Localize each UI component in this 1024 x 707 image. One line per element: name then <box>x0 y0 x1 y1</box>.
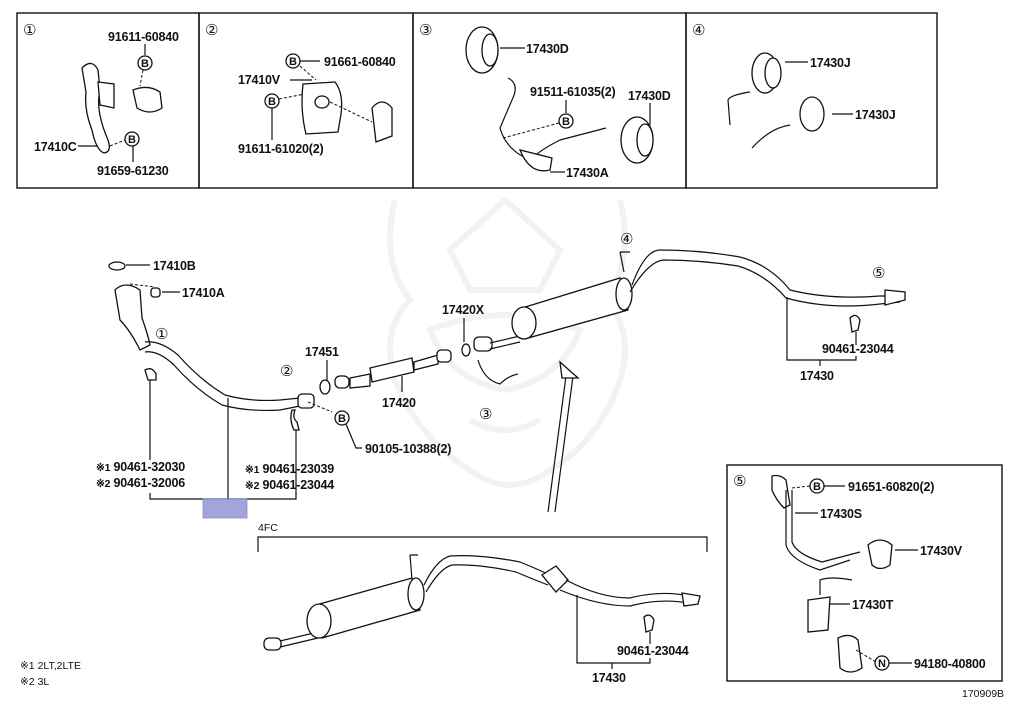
box-number: ③ <box>419 21 432 39</box>
svg-text:B: B <box>813 481 821 493</box>
footnotes: ※1 2LT,2LTE ※2 3L <box>20 660 81 688</box>
variant-4fc-assembly: 4FC 90461-23044 17430 <box>257 522 708 685</box>
clamp-right-icon <box>290 409 300 431</box>
box-number: ⑤ <box>733 472 746 490</box>
label-90461-23044: 90461-23044 <box>822 342 894 356</box>
fastener-b-icon <box>558 113 574 129</box>
label-17430-4fc: 17430 <box>592 671 626 685</box>
clamp-icon <box>371 101 393 143</box>
tail-tip-icon <box>681 592 701 607</box>
bracket-17410c-icon <box>81 62 110 154</box>
label-17410c: 17410C <box>34 140 77 154</box>
pipe-flange-icon <box>334 375 350 389</box>
label-4fc: 4FC <box>258 522 278 534</box>
callout-2: ② <box>280 362 293 380</box>
label-17430: 17430 <box>800 369 834 383</box>
svg-text:N: N <box>878 658 886 670</box>
clamp-left-icon <box>144 368 157 381</box>
label-94180-40800: 94180-40800 <box>914 657 986 671</box>
tail-clamp-icon <box>643 614 655 633</box>
label-17430j-top: 17430J <box>810 56 851 70</box>
gasket-17410b-icon <box>108 261 126 271</box>
fastener-b-icon <box>334 410 350 426</box>
label-90105-10388: 90105-10388(2) <box>365 442 451 456</box>
callout-1: ① <box>155 325 168 343</box>
label-17430d-right: 17430D <box>628 89 671 103</box>
label-91651-60820: 91651-60820(2) <box>848 480 934 494</box>
callout-3: ③ <box>479 405 492 423</box>
box-number: ② <box>205 21 218 39</box>
label-17430a: 17430A <box>566 166 609 180</box>
fastener-b-icon <box>124 131 140 147</box>
arrow-icon <box>547 375 574 513</box>
label-17451: 17451 <box>305 345 339 359</box>
bracket-plate-icon <box>771 474 791 509</box>
flange-icon <box>297 393 315 409</box>
svg-text:B: B <box>562 116 570 128</box>
gasket-17451-icon <box>319 379 331 395</box>
label-17430j-bottom: 17430J <box>855 108 896 122</box>
fastener-b-icon <box>137 55 153 71</box>
clamp-icon <box>132 86 163 113</box>
hanger-bracket-icon <box>477 359 519 385</box>
label-91511-61035: 91511-61035(2) <box>530 85 616 99</box>
highlight-box[interactable] <box>202 498 248 519</box>
label-17420x: 17420X <box>442 303 485 317</box>
label-17430v: 17430V <box>920 544 963 558</box>
callout-5: ⑤ <box>872 264 885 282</box>
label-17410b: 17410B <box>153 259 196 273</box>
flange-icon <box>263 637 282 651</box>
label-left-clamp-1: ※1 90461-32030 <box>96 460 185 474</box>
svg-text:B: B <box>289 56 297 68</box>
tail-tip-icon <box>884 289 906 306</box>
bracket-17430a-icon <box>518 149 553 172</box>
svg-text:B: B <box>338 413 346 425</box>
label-91611-60840: 91611-60840 <box>108 30 179 44</box>
label-17430s: 17430S <box>820 507 862 521</box>
main-exhaust-assembly: 17410B 17410A ① ② 17451 B 90105-10388(2)… <box>96 230 906 519</box>
box-number: ① <box>23 21 36 39</box>
gasket-17410a-icon <box>150 287 161 298</box>
svg-text:B: B <box>141 58 149 70</box>
detail-box-1: ① 91611-60840 B 17410C B 91659-61230 <box>16 12 200 189</box>
detail-box-4: ④ 17430J 17430J <box>685 12 938 189</box>
front-pipe-manifold-icon <box>114 284 151 351</box>
gasket-17420x-icon <box>461 343 471 357</box>
label-left-clamp-2: ※2 90461-32006 <box>96 476 185 490</box>
center-pipe-17420-icon <box>369 357 415 383</box>
label-91661-60840: 91661-60840 <box>324 55 396 69</box>
clamp-icon <box>837 634 863 673</box>
cushion-17430j-icon <box>799 96 825 132</box>
cushion-17430v-icon <box>867 539 893 570</box>
label-17410v: 17410V <box>238 73 281 87</box>
bracket-17430s-icon <box>785 490 861 571</box>
label-right-clamp-2: ※2 90461-23044 <box>245 478 334 492</box>
svg-text:B: B <box>268 96 276 108</box>
detail-box-2: ② B 91661-60840 17410V B 91611-61020(2) <box>198 12 414 189</box>
footnote-1: ※1 2LT,2LTE <box>20 660 81 672</box>
box-number: ④ <box>692 21 705 39</box>
label-17430t: 17430T <box>852 598 894 612</box>
detail-box-3: ③ 17430D 91511-61035(2) B 17430D 17430A <box>412 12 687 189</box>
label-17420: 17420 <box>382 396 416 410</box>
footnote-2: ※2 3L <box>20 676 49 688</box>
label-17410A: 17410A <box>182 286 225 300</box>
label-17430d-top: 17430D <box>526 42 569 56</box>
sub-muffler-icon <box>541 565 569 593</box>
bracket-17430t-icon <box>807 596 831 633</box>
label-90461-23044-4fc: 90461-23044 <box>617 644 689 658</box>
label-right-clamp-1: ※1 90461-23039 <box>245 462 334 476</box>
callout-4: ④ <box>620 230 633 248</box>
muffler-flange-icon <box>473 336 493 352</box>
tail-clamp-icon <box>849 314 861 333</box>
detail-box-5: ⑤ B 91651-60820(2) 17430S 17430V 17430T … <box>726 464 1003 682</box>
muffler-4fc-icon <box>315 577 421 639</box>
diagram-id: 170909B <box>962 688 1004 700</box>
label-91611-61020: 91611-61020(2) <box>238 142 324 156</box>
svg-text:B: B <box>128 134 136 146</box>
label-91659-61230: 91659-61230 <box>97 164 169 178</box>
